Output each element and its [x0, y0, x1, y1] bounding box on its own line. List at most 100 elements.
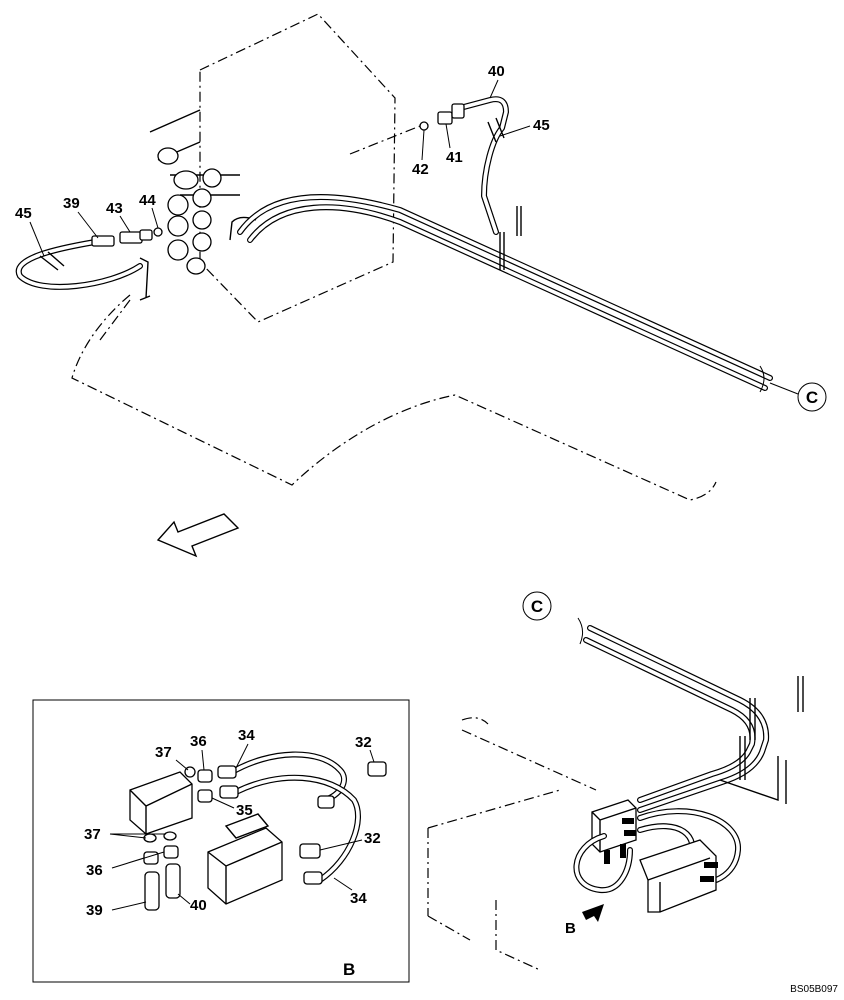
detail-hoses: [229, 751, 361, 883]
fitting-43: [119, 231, 143, 244]
detail-leader-36a: [201, 749, 205, 771]
frame-outline: [427, 717, 597, 971]
left-hose-loop: [15, 239, 143, 290]
detail-callout-34a: 34: [238, 727, 255, 744]
control-valve-outline: [199, 13, 396, 323]
support-post-4: [739, 736, 746, 780]
detail-callout-36b: 36: [86, 862, 103, 879]
detail-solenoid-cap: [224, 813, 270, 839]
valve-ports: [149, 109, 240, 196]
leader-43: [119, 215, 131, 233]
drawing-code: BS05B097: [790, 984, 838, 995]
detail-callout-39: 39: [86, 902, 103, 919]
detail-callout-32a: 32: [355, 734, 372, 751]
detail-fitting-39: [144, 871, 160, 911]
detail-hose-end-bend: [317, 795, 335, 809]
bottom-right-assembly: C: [427, 591, 804, 971]
callout-44: 44: [139, 192, 156, 209]
clamp-left: [39, 251, 65, 271]
solenoid-block-edge: [647, 857, 711, 912]
detail-hose-end-34b: [219, 785, 239, 799]
leader-40: [489, 79, 499, 99]
front-direction-arrow: [156, 513, 240, 558]
pilot-valve-block: [591, 799, 637, 853]
callout-42: 42: [412, 161, 429, 178]
solenoid-block: [639, 839, 717, 913]
solenoid-fitting-4: [700, 876, 714, 882]
detail-leader-32b: [319, 839, 363, 851]
pilot-fitting-1: [622, 818, 634, 824]
detail-valve-edge: [129, 783, 193, 834]
valve-port-grid: [157, 147, 222, 275]
detail-leader-40: [177, 893, 191, 905]
fitting-41: [437, 111, 453, 125]
bracket-hook: [719, 756, 787, 804]
hose-break-mark: [759, 365, 765, 393]
detail-callout-34b: 34: [350, 890, 367, 907]
detail-solenoid-block: [207, 827, 283, 905]
connector-c-top-label: C: [806, 388, 818, 407]
fitting-43b: [139, 229, 153, 241]
detail-callout-35: 35: [236, 802, 253, 819]
oring-44: [153, 227, 163, 237]
callout-40: 40: [488, 63, 505, 80]
detail-leader-32a: [369, 749, 375, 763]
detail-hose-end-34c: [303, 871, 323, 885]
detail-oring-37c: [163, 831, 177, 841]
detail-valve-block: [129, 771, 193, 835]
support-post-5: [797, 676, 804, 712]
detail-fitting-36c: [163, 845, 179, 859]
detail-leader-35: [211, 797, 235, 809]
hose-break-mark-bottom: [577, 617, 584, 645]
detail-callout-32b: 32: [364, 830, 381, 847]
detail-view-b: 37 36 34 32 35 37 36 32 39 40 34 B: [32, 699, 410, 983]
connector-c-top: [797, 382, 827, 412]
fitting-39: [91, 235, 115, 247]
leader-41: [445, 123, 451, 149]
detail-solenoid-top: [207, 841, 283, 904]
view-b-arrow-label: B: [565, 920, 576, 937]
support-post-1: [499, 232, 505, 270]
detail-callout-37b: 37: [84, 826, 101, 843]
body-upper-dash: [99, 299, 131, 341]
detail-leader-34a: [235, 743, 249, 769]
leader-dash: [349, 125, 421, 155]
oring-42: [419, 121, 429, 131]
leader-45-right: [499, 125, 531, 137]
detail-fitting-40: [165, 863, 181, 899]
detail-fitting-35: [197, 789, 213, 803]
detail-fitting-36a: [197, 769, 213, 783]
detail-leader-39: [111, 901, 147, 911]
detail-callout-37a: 37: [155, 744, 172, 761]
detail-leader-34b: [333, 877, 353, 891]
callout-39: 39: [63, 195, 80, 212]
callout-45-right: 45: [533, 117, 550, 134]
detail-callout-36a: 36: [190, 733, 207, 750]
detail-view-label: B: [343, 960, 355, 979]
top-assembly: C 45 39 43 44 40 45 42 41: [15, 13, 827, 501]
detail-callout-40: 40: [190, 897, 207, 914]
leader-45-left: [29, 221, 45, 257]
support-post-3: [749, 698, 756, 740]
detail-leader-37a: [175, 759, 189, 771]
machine-body-outline: [71, 294, 717, 501]
detail-frame: [32, 699, 410, 983]
support-post-2: [516, 206, 522, 236]
detail-fitting-32b: [299, 843, 321, 859]
detail-fitting-32a: [367, 761, 387, 777]
solenoid-fitting-3: [704, 862, 718, 868]
view-b-arrow: [582, 904, 604, 922]
lower-hose-pair: [583, 625, 770, 813]
main-hose-pair: [237, 194, 773, 391]
connector-c-bottom-label: C: [531, 597, 543, 616]
callout-45-left: 45: [15, 205, 32, 222]
detail-leader-36b: [111, 851, 165, 869]
hose-support-left: [139, 257, 151, 301]
connector-c-bottom: [522, 591, 552, 621]
leader-39: [77, 211, 99, 239]
leader-44: [151, 207, 159, 229]
callout-43: 43: [106, 200, 123, 217]
connector-c-top-leader: [769, 382, 799, 395]
fitting-40-end: [451, 103, 465, 119]
